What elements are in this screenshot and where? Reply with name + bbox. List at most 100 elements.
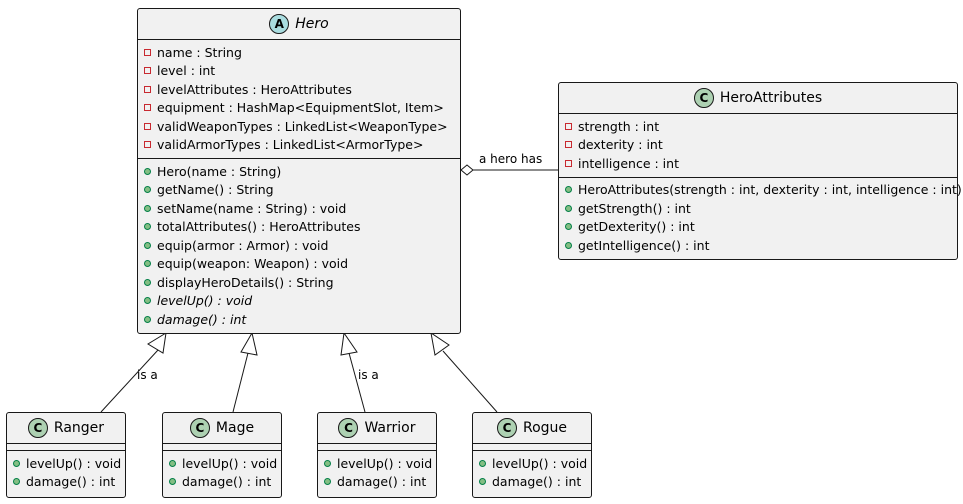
ranger-class-header: C Ranger — [7, 413, 125, 444]
class-icon: C — [27, 418, 48, 438]
method-text: HeroAttributes(strength : int, dexterity… — [578, 182, 962, 198]
field-text: level : int — [157, 63, 216, 79]
public-method-icon — [144, 241, 151, 249]
method-text: totalAttributes() : HeroAttributes — [157, 219, 361, 235]
public-method-icon — [565, 186, 572, 194]
ranger-relation-label: is a — [137, 368, 158, 382]
mage-methods: levelUp() : void damage() : int — [163, 451, 281, 495]
field-row: validArmorTypes : LinkedList<ArmorType> — [138, 136, 460, 155]
method-row: levelUp() : void — [318, 454, 436, 473]
rogue-class-name: Rogue — [522, 420, 568, 436]
public-method-icon — [169, 478, 176, 486]
public-method-icon — [565, 223, 572, 231]
field-row: strength : int — [559, 117, 957, 136]
mage-inheritance-arrow — [240, 331, 258, 356]
method-text: getStrength() : int — [578, 200, 691, 216]
aggregation-label: a hero has — [479, 152, 543, 166]
hero-class-name: Hero — [295, 16, 329, 32]
warrior-class-box[interactable]: C Warrior levelUp() : void damage() : in… — [317, 412, 437, 498]
class-icon: C — [693, 88, 714, 108]
mage-class-header: C Mage — [163, 413, 281, 444]
ranger-methods: levelUp() : void damage() : int — [7, 451, 125, 495]
public-method-icon — [144, 204, 151, 212]
aggregation-diamond — [460, 164, 474, 176]
method-text: Hero(name : String) — [157, 163, 282, 179]
method-row: getName() : String — [138, 181, 460, 200]
field-text: dexterity : int — [578, 137, 663, 153]
public-method-icon — [144, 260, 151, 268]
method-row: equip(weapon: Weapon) : void — [138, 255, 460, 274]
method-row: displayHeroDetails() : String — [138, 273, 460, 292]
public-method-icon — [324, 478, 331, 486]
method-row: HeroAttributes(strength : int, dexterity… — [559, 181, 962, 200]
field-text: levelAttributes : HeroAttributes — [157, 81, 352, 97]
rogue-fields — [473, 444, 591, 451]
field-text: equipment : HashMap<EquipmentSlot, Item> — [157, 100, 444, 116]
rogue-class-box[interactable]: C Rogue levelUp() : void damage() : int — [472, 412, 592, 498]
public-method-icon — [144, 297, 151, 305]
method-text: damage() : int — [26, 474, 116, 490]
public-method-icon — [479, 459, 486, 467]
field-text: intelligence : int — [578, 155, 679, 171]
field-text: strength : int — [578, 118, 660, 134]
field-row: level : int — [138, 62, 460, 81]
method-text: damage() : int — [182, 474, 272, 490]
public-method-icon — [144, 278, 151, 286]
private-field-icon — [144, 141, 151, 149]
public-method-icon — [565, 204, 572, 212]
public-method-icon — [144, 167, 151, 175]
ranger-inheritance-line — [100, 349, 159, 413]
abstract-method-row: damage() : int — [138, 310, 460, 329]
private-field-icon — [144, 122, 151, 130]
method-row: levelUp() : void — [7, 454, 125, 473]
abstract-method-row: levelUp() : void — [138, 292, 460, 311]
class-icon: C — [338, 418, 359, 438]
ranger-fields — [7, 444, 125, 451]
method-row: getDexterity() : int — [559, 218, 957, 237]
hero-class-box[interactable]: A Hero name : String level : int levelAt… — [137, 8, 461, 334]
heroattributes-class-header: C HeroAttributes — [559, 83, 957, 114]
method-text: getIntelligence() : int — [578, 237, 710, 253]
field-row: levelAttributes : HeroAttributes — [138, 80, 460, 99]
field-row: validWeaponTypes : LinkedList<WeaponType… — [138, 117, 460, 136]
mage-inheritance-line — [232, 352, 249, 413]
field-text: validWeaponTypes : LinkedList<WeaponType… — [157, 118, 448, 134]
method-text: displayHeroDetails() : String — [157, 274, 334, 290]
private-field-icon — [144, 85, 151, 93]
method-text: equip(weapon: Weapon) : void — [157, 256, 349, 272]
ranger-inheritance-arrow — [147, 332, 167, 354]
method-text: getName() : String — [157, 182, 274, 198]
method-text: equip(armor : Armor) : void — [157, 237, 329, 253]
method-row: totalAttributes() : HeroAttributes — [138, 218, 460, 237]
public-method-icon — [169, 459, 176, 467]
method-text: levelUp() : void — [26, 455, 122, 471]
heroattributes-fields: strength : int dexterity : int intellige… — [559, 114, 957, 178]
field-text: validArmorTypes : LinkedList<ArmorType> — [157, 137, 424, 153]
public-method-icon — [144, 223, 151, 231]
rogue-methods: levelUp() : void damage() : int — [473, 451, 591, 495]
method-row: setName(name : String) : void — [138, 199, 460, 218]
method-row: equip(armor : Armor) : void — [138, 236, 460, 255]
method-row: levelUp() : void — [473, 454, 591, 473]
mage-class-box[interactable]: C Mage levelUp() : void damage() : int — [162, 412, 282, 498]
class-icon: C — [496, 418, 517, 438]
mage-class-name: Mage — [215, 420, 255, 436]
mage-fields — [163, 444, 281, 451]
public-method-icon — [479, 478, 486, 486]
method-row: damage() : int — [473, 473, 591, 492]
method-text: damage() : int — [157, 311, 247, 327]
field-row: equipment : HashMap<EquipmentSlot, Item> — [138, 99, 460, 118]
public-method-icon — [144, 315, 151, 323]
method-row: damage() : int — [163, 473, 281, 492]
method-row: getStrength() : int — [559, 199, 957, 218]
rogue-inheritance-arrow — [430, 331, 450, 356]
method-text: damage() : int — [337, 474, 427, 490]
warrior-relation-label: is a — [358, 368, 379, 382]
abstract-class-icon: A — [269, 14, 290, 34]
method-text: levelUp() : void — [492, 455, 588, 471]
ranger-class-box[interactable]: C Ranger levelUp() : void damage() : int — [6, 412, 126, 498]
public-method-icon — [13, 459, 20, 467]
heroattributes-class-box[interactable]: C HeroAttributes strength : int dexterit… — [558, 82, 962, 260]
warrior-inheritance-line — [348, 352, 366, 413]
